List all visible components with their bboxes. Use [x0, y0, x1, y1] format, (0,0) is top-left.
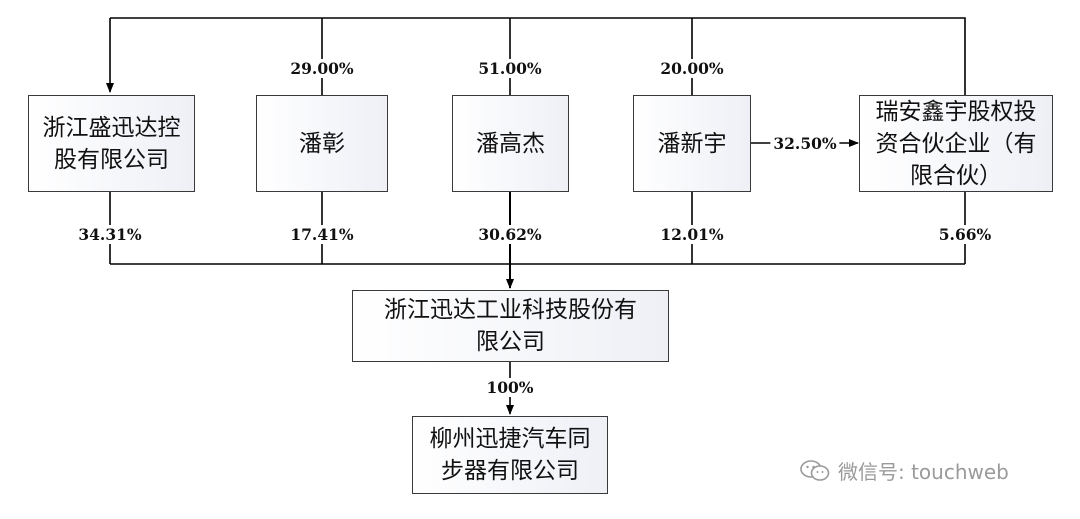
- watermark: 微信号: touchweb: [800, 456, 1009, 485]
- entity-liuzhou-xunjie: 柳州迅捷汽车同步器有限公司: [412, 416, 608, 494]
- wechat-icon: [800, 459, 830, 481]
- pct-pan-gaojie-to-shengxunda: 51.00%: [475, 59, 545, 78]
- pct-pan-zhang-to-xunda: 17.41%: [287, 225, 357, 244]
- entity-label: 柳州迅捷汽车同步器有限公司: [429, 426, 591, 484]
- watermark-text: 微信号: touchweb: [838, 460, 1009, 484]
- entity-label: 浙江盛迅达控股有限公司: [42, 114, 181, 173]
- entity-label: 潘高杰: [476, 130, 545, 157]
- entity-pan-xinyu: 潘新宇: [633, 95, 751, 192]
- pct-pan-xinyu-to-ruian: 32.50%: [770, 134, 840, 153]
- entity-label: 浙江迅达工业科技股份有限公司: [384, 297, 637, 355]
- entity-ruian-xinyu: 瑞安鑫宇股权投资合伙企业（有限合伙）: [859, 95, 1053, 192]
- pct-pan-gaojie-to-xunda: 30.62%: [475, 225, 545, 244]
- pct-ruian-to-xunda: 5.66%: [935, 225, 995, 244]
- entity-pan-zhang: 潘彰: [256, 95, 388, 192]
- entity-zhejiang-shengxunda: 浙江盛迅达控股有限公司: [28, 95, 195, 192]
- entity-label: 瑞安鑫宇股权投资合伙企业（有限合伙）: [875, 98, 1037, 189]
- pct-xunda-to-liuzhou: 100%: [483, 378, 537, 397]
- entity-label: 潘新宇: [657, 130, 727, 157]
- pct-pan-xinyu-to-xunda: 12.01%: [657, 225, 727, 244]
- pct-pan-xinyu-to-shengxunda: 20.00%: [657, 59, 727, 78]
- entity-label: 潘彰: [299, 130, 345, 157]
- entity-pan-gaojie: 潘高杰: [452, 95, 569, 192]
- top-bus-line: [110, 17, 966, 95]
- entity-zhejiang-xunda: 浙江迅达工业科技股份有限公司: [352, 290, 669, 362]
- pct-pan-zhang-to-shengxunda: 29.00%: [287, 59, 357, 78]
- pct-shengxunda-to-xunda: 34.31%: [75, 225, 145, 244]
